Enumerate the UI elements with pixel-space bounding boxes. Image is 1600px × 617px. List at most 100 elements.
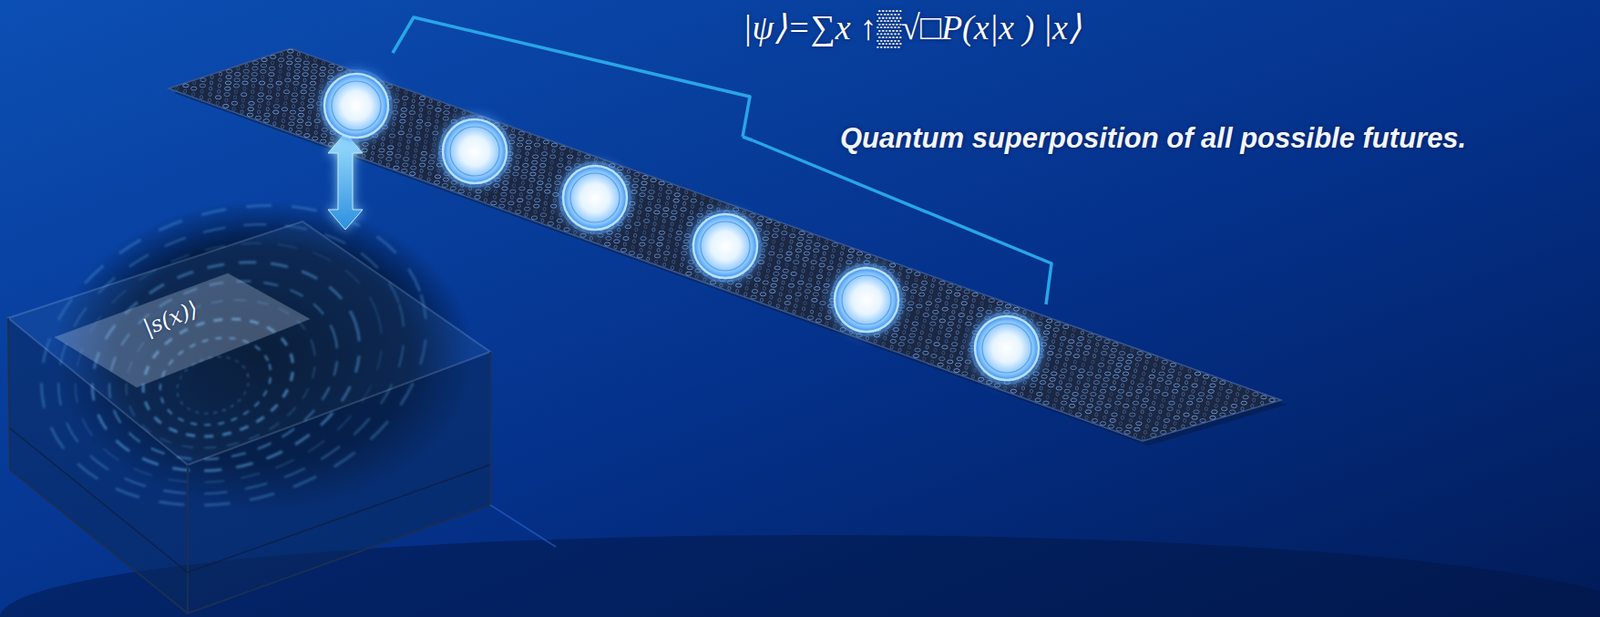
bit-mark: [549, 166, 553, 171]
bit-mark: [567, 160, 571, 165]
bit-mark: [925, 301, 932, 306]
bit-mark: [683, 201, 687, 206]
bit-mark: [233, 95, 236, 100]
bit-mark: [527, 189, 534, 194]
bit-mark: [475, 189, 482, 194]
bit-mark: [754, 277, 760, 282]
bit-mark: [909, 333, 915, 338]
bit-mark: [831, 242, 838, 247]
bit-mark: [939, 324, 943, 329]
bit-mark: [662, 219, 666, 224]
bit-mark: [768, 300, 771, 305]
bit-mark: [1087, 377, 1090, 381]
bit-mark: [1202, 374, 1209, 379]
bit-mark: [517, 148, 521, 153]
bit-mark: [424, 133, 428, 138]
bit-mark: [405, 151, 409, 155]
bit-mark: [225, 86, 231, 91]
bit-mark: [1173, 383, 1180, 388]
orb-ring: [841, 275, 892, 325]
bit-mark: [959, 350, 963, 355]
bit-mark: [241, 98, 245, 103]
bit-mark: [1235, 392, 1239, 397]
bit-mark: [1191, 415, 1198, 420]
bit-mark: [215, 101, 219, 105]
bit-mark: [770, 283, 777, 288]
bit-mark: [424, 122, 431, 126]
bit-mark: [1245, 389, 1249, 393]
bit-mark: [1145, 424, 1149, 429]
bit-mark: [415, 143, 419, 147]
bit-mark: [691, 205, 695, 209]
bit-mark: [620, 247, 626, 252]
bit-mark: [794, 304, 798, 308]
bracket-tip: [742, 136, 753, 141]
bit-mark: [1104, 339, 1110, 344]
bit-mark: [786, 251, 792, 256]
bit-mark: [954, 336, 958, 340]
bit-mark: [436, 113, 440, 118]
bit-mark: [1064, 362, 1067, 367]
bit-mark: [1029, 389, 1033, 393]
orb-halo: [319, 69, 393, 143]
cube-top: [8, 221, 491, 465]
bit-mark: [382, 131, 386, 135]
bit-mark: [917, 342, 921, 347]
bit-mark: [514, 209, 521, 214]
bit-mark: [493, 184, 500, 188]
bit-mark: [1185, 374, 1191, 379]
bit-mark: [636, 254, 643, 258]
bit-mark: [933, 309, 939, 314]
bit-mark: [803, 251, 810, 256]
bit-mark: [1148, 407, 1155, 411]
bit-mark: [1234, 398, 1238, 402]
bit-mark: [1219, 386, 1222, 390]
bit-mark: [646, 213, 649, 217]
bit-mark: [776, 304, 780, 308]
bit-mark: [175, 86, 179, 91]
bit-mark: [281, 107, 288, 112]
bit-mark: [258, 81, 265, 85]
bit-mark: [1179, 366, 1183, 370]
bit-mark: [276, 87, 280, 92]
bit-mark: [553, 198, 556, 203]
bit-mark: [892, 328, 899, 332]
bit-mark: [483, 198, 487, 203]
bit-mark: [530, 172, 536, 176]
bit-mark: [697, 213, 703, 217]
bit-mark: [252, 66, 258, 71]
bit-mark: [266, 107, 269, 112]
bit-mark: [1109, 386, 1116, 390]
bit-mark: [617, 166, 624, 171]
bit-mark: [1089, 398, 1093, 402]
bit-mark: [1122, 403, 1129, 408]
bit-mark: [256, 98, 263, 103]
bit-mark: [1035, 398, 1041, 402]
bit-mark: [509, 133, 515, 138]
bit-mark: [394, 104, 398, 109]
bit-mark: [1120, 415, 1124, 420]
bit-mark: [1063, 330, 1067, 335]
bit-mark: [1121, 345, 1125, 349]
bit-mark: [672, 259, 676, 264]
bit-mark: [515, 160, 519, 165]
bit-mark: [912, 283, 918, 288]
bit-mark: [631, 245, 635, 249]
bit-mark: [889, 263, 895, 267]
bit-mark: [695, 274, 698, 278]
bit-mark: [443, 122, 447, 126]
bit-mark: [946, 365, 950, 370]
bit-mark: [1109, 391, 1113, 396]
bracket: [392, 17, 1052, 305]
bit-mark: [1133, 433, 1137, 438]
bit-mark: [920, 330, 924, 335]
bit-mark: [1127, 354, 1133, 359]
bit-mark: [1210, 415, 1216, 420]
bit-mark: [658, 230, 665, 235]
bit-mark: [634, 172, 640, 176]
bit-mark: [1116, 427, 1122, 431]
bit-mark: [623, 236, 629, 241]
bit-mark: [846, 260, 852, 265]
bit-mark: [536, 137, 540, 142]
bit-mark: [655, 205, 661, 209]
